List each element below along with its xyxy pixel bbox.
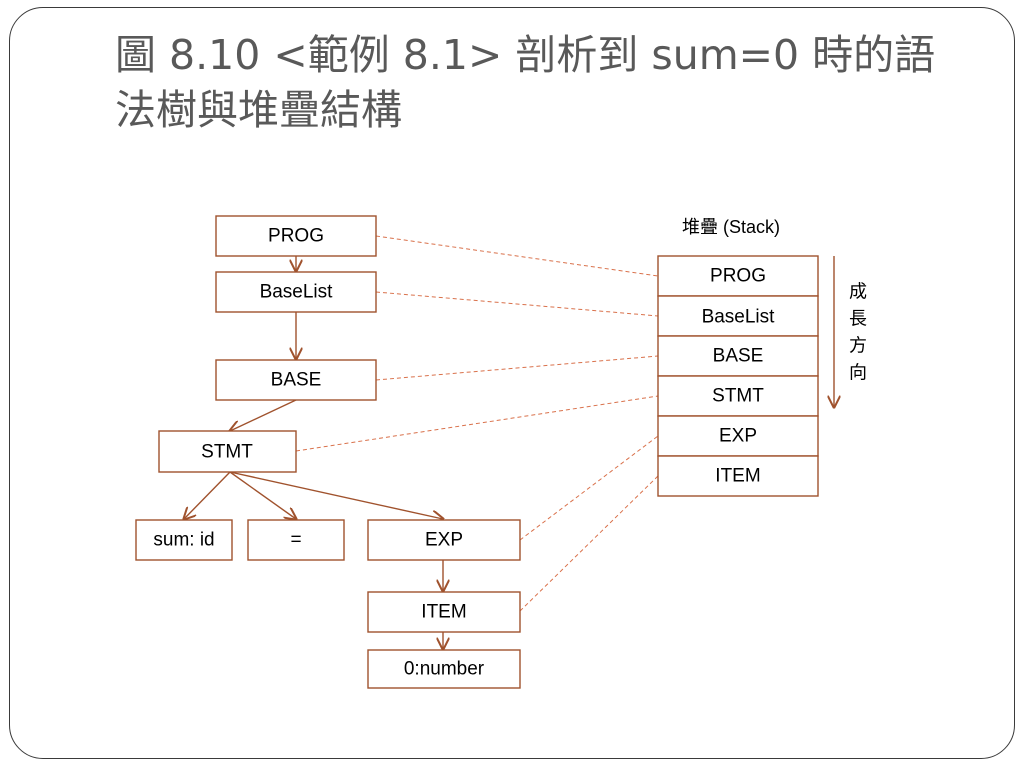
edge-stmt-exp — [229, 471, 443, 519]
svg-text:ITEM: ITEM — [421, 602, 466, 623]
link-item — [519, 475, 659, 612]
link-baselist — [375, 291, 659, 317]
growth-label-char-4: 向 — [849, 363, 867, 384]
svg-text:BASE: BASE — [713, 346, 764, 367]
svg-text:EXP: EXP — [425, 530, 463, 551]
tree-node-number: 0:number — [367, 649, 521, 689]
stack-cell-base: BASE — [657, 335, 819, 377]
svg-text:STMT: STMT — [201, 442, 253, 463]
edge-stmt-sumid — [184, 471, 231, 519]
growth-label-char-2: 長 — [849, 309, 867, 330]
stack-cell-baselist: BaseList — [657, 295, 819, 337]
svg-text:EXP: EXP — [719, 426, 757, 447]
svg-text:0:number: 0:number — [404, 659, 485, 680]
stack-cell-stmt: STMT — [657, 375, 819, 417]
link-stmt — [295, 395, 659, 452]
stack-cell-exp: EXP — [657, 415, 819, 457]
svg-text:ITEM: ITEM — [715, 466, 760, 487]
edge-base-stmt — [230, 399, 297, 431]
tree-node-sum-id: sum: id — [135, 519, 233, 561]
svg-text:BASE: BASE — [271, 370, 322, 391]
svg-text:PROG: PROG — [710, 266, 766, 287]
stack-label: 堆疊 (Stack) — [682, 217, 780, 237]
growth-label-char-1: 成 — [849, 282, 867, 303]
tree-node-exp: EXP — [367, 519, 521, 561]
svg-text:=: = — [290, 530, 301, 551]
stack-cell-item: ITEM — [657, 455, 819, 497]
link-base — [375, 355, 659, 381]
svg-text:PROG: PROG — [268, 226, 324, 247]
tree-node-prog: PROG — [215, 215, 377, 257]
svg-text:BaseList: BaseList — [702, 307, 776, 328]
growth-label-char-3: 方 — [849, 336, 867, 357]
tree-node-stmt: STMT — [158, 430, 297, 473]
tree-node-item: ITEM — [367, 591, 521, 633]
svg-text:STMT: STMT — [712, 386, 764, 407]
link-exp — [519, 435, 659, 541]
slide-title: 圖 8.10 <範例 8.1> 剖析到 sum=0 時的語法樹與堆疊結構 — [115, 31, 936, 134]
svg-text:sum: id: sum: id — [153, 530, 214, 551]
link-prog — [375, 235, 659, 277]
svg-text:BaseList: BaseList — [260, 282, 334, 303]
edge-stmt-equals — [229, 471, 296, 519]
tree-node-baselist: BaseList — [215, 271, 377, 313]
tree-node-equals: = — [247, 519, 345, 561]
tree-node-base: BASE — [215, 359, 377, 401]
slide-frame — [9, 7, 1015, 759]
stack-cell-prog: PROG — [657, 255, 819, 297]
